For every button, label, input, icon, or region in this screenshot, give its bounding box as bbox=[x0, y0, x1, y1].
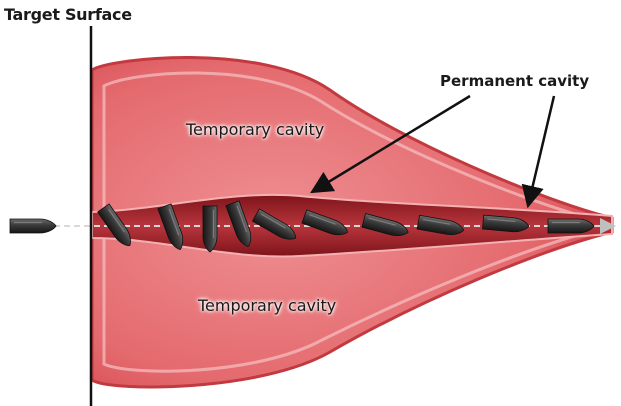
bullet-icon bbox=[10, 219, 56, 233]
bullet-icon bbox=[203, 206, 217, 252]
permanent-cavity-label: Permanent cavity bbox=[440, 72, 589, 90]
target-surface-label: Target Surface bbox=[4, 5, 132, 24]
temporary-cavity-label-top: Temporary cavity bbox=[186, 120, 324, 139]
permanent-cavity-arrow-right bbox=[528, 96, 554, 206]
bullet-icon bbox=[548, 219, 594, 233]
temporary-cavity-label-bottom: Temporary cavity bbox=[198, 296, 336, 315]
